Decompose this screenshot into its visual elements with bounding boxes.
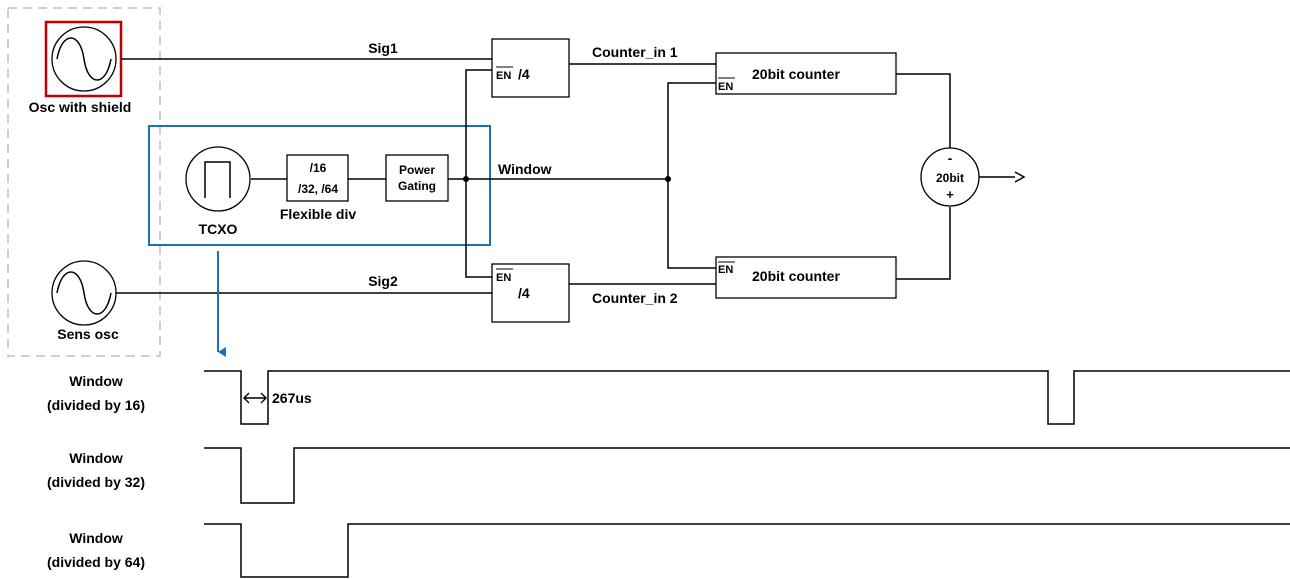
tcxo-group-frame (148, 125, 491, 246)
power-gating-line2: Gating (398, 179, 436, 193)
counter-block-bottom (715, 256, 897, 299)
waveform-32-label-line2: (divided by 32) (47, 474, 145, 490)
flexible-div-label: Flexible div (280, 206, 356, 222)
subtractor-label: 20bit (936, 171, 964, 185)
power-gating-line1: Power (399, 163, 435, 177)
divider-ratio-line2: /32, /64 (298, 182, 338, 196)
window-to-dividers-wire (465, 69, 492, 278)
duration-label: 267us (272, 390, 312, 406)
waveform-divided-by-16 (204, 370, 1290, 425)
divider-block-bottom (491, 263, 570, 323)
waveform-16-label-line1: Window (69, 373, 123, 389)
osc-shield-label: Osc with shield (29, 99, 132, 115)
sens-oscillator-icon (51, 260, 117, 326)
tcxo-label: TCXO (199, 221, 238, 237)
output-arrow-icon (1014, 171, 1026, 183)
counter-in1-label: Counter_in 1 (592, 44, 678, 60)
subtractor-plus: + (946, 187, 954, 202)
counter-in2-label: Counter_in 2 (592, 290, 678, 306)
window-label: Window (498, 161, 552, 177)
sig2-label: Sig2 (368, 273, 398, 289)
counter-block-top (715, 52, 897, 95)
flexible-divider-block (286, 154, 349, 202)
counter-bottom-label: 20bit counter (752, 268, 840, 284)
power-gating-block (385, 154, 449, 202)
sig1-label: Sig1 (368, 40, 398, 56)
waveform-16-label-line2: (divided by 16) (47, 397, 145, 413)
divider-ratio-line1: /16 (310, 161, 327, 175)
duration-arrow-icon (243, 392, 267, 404)
divider-block-top (491, 38, 570, 98)
oscillator-group-frame (7, 7, 161, 357)
divider-top-en-label: EN (496, 70, 511, 82)
window-to-counters-wire (667, 82, 716, 269)
shielded-oscillator-icon (51, 26, 117, 92)
counter-top-label: 20bit counter (752, 66, 840, 82)
counter-top-output-wire (896, 73, 951, 148)
tcxo-icon (185, 146, 251, 212)
waveform-64-label-line1: Window (69, 530, 123, 546)
subtractor-minus: - (948, 150, 953, 166)
divider-top-ratio: /4 (518, 66, 530, 82)
waveform-divided-by-64 (204, 523, 1290, 578)
counter-top-en-label: EN (718, 81, 733, 93)
waveform-64-label-line2: (divided by 64) (47, 554, 145, 570)
counter-bottom-output-wire (896, 207, 951, 280)
waveform-32-label-line1: Window (69, 450, 123, 466)
sens-osc-label: Sens osc (57, 326, 119, 342)
divider-bottom-ratio: /4 (518, 285, 530, 301)
waveform-divided-by-32 (204, 447, 1290, 504)
counter-bottom-en-label: EN (718, 264, 733, 276)
divider-bottom-en-label: EN (496, 272, 511, 284)
